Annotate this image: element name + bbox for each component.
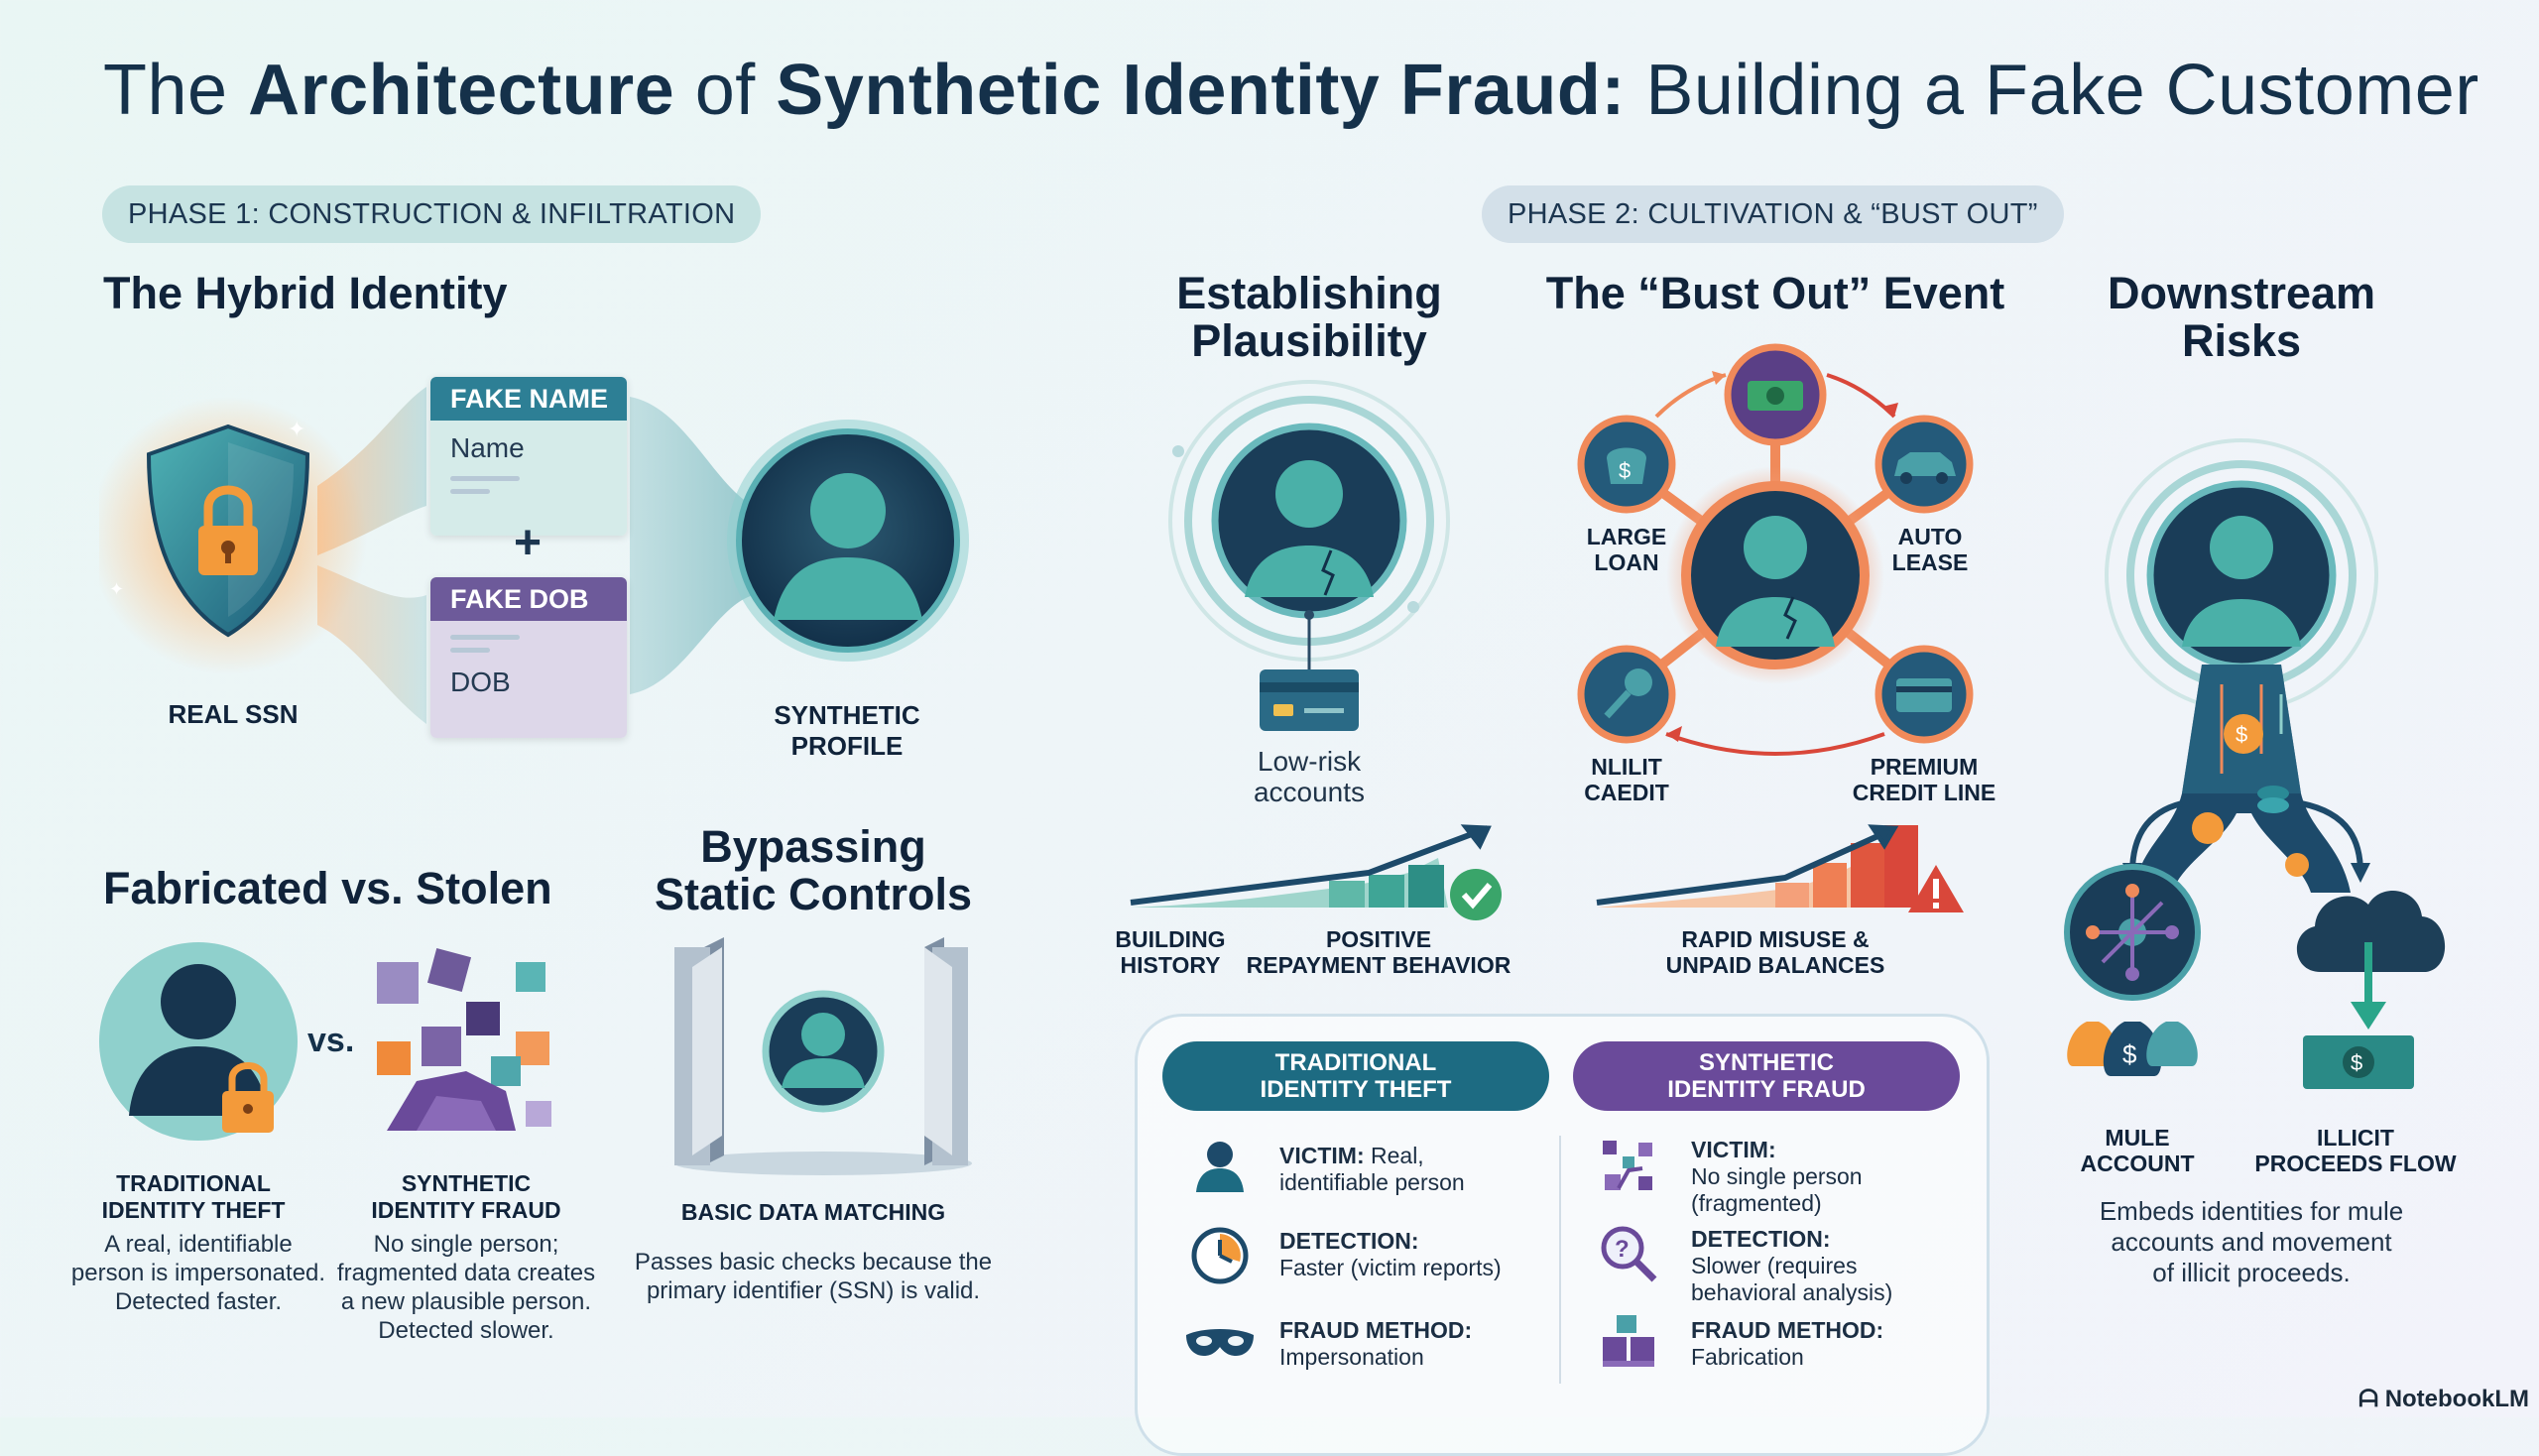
low-risk-accounts-label: Low-risk accounts (1253, 746, 1366, 807)
fake-name-card: FAKE NAME Name (430, 377, 627, 536)
clock-icon (1191, 1227, 1249, 1284)
large-loan-label: LARGE LOAN (1586, 524, 1667, 575)
misuse-chart-illustration (1596, 824, 1964, 912)
illicit-proceeds-label: ILLICIT PROCEEDS FLOW (2254, 1125, 2457, 1176)
card-line (450, 635, 520, 640)
svg-text:$: $ (2122, 1039, 2137, 1069)
vs-label: vs. (307, 1022, 355, 1059)
syn-detection-value: Slower (requires behavioral analysis) (1691, 1253, 1893, 1305)
phase-2-pill: PHASE 2: CULTIVATION & “BUST OUT” (1482, 185, 2064, 243)
trad-method-row: FRAUD METHOD: Impersonation (1279, 1317, 1537, 1371)
basic-data-matching-label: BASIC DATA MATCHING (680, 1199, 946, 1225)
bust-out-illustration: $ (1577, 343, 1974, 756)
syn-detection-key: DETECTION: (1691, 1226, 1831, 1252)
positive-repayment-label: POSITIVE REPAYMENT BEHAVIOR (1246, 926, 1511, 978)
downstream-illustration: $ $ $ (2064, 438, 2446, 1089)
traditional-identity-theft-desc: A real, identifiable person is impersona… (70, 1231, 326, 1315)
syn-method-row: FRAUD METHOD: Fabrication (1691, 1317, 1959, 1371)
page-title: The Architecture of Synthetic Identity F… (103, 50, 2479, 131)
trad-detection-value: Faster (victim reports) (1279, 1255, 1502, 1280)
growth-chart-illustration (1130, 824, 1502, 920)
building-blocks-icon (1603, 1315, 1654, 1367)
svg-text:✦: ✦ (109, 579, 124, 599)
svg-text:$: $ (2236, 722, 2247, 747)
fake-dob-card: FAKE DOB DOB (430, 577, 627, 738)
syn-detection-row: DETECTION: Slower (requires behavioral a… (1691, 1226, 1959, 1306)
phase-1-pill: PHASE 1: CONSTRUCTION & INFILTRATION (102, 185, 762, 243)
syn-method-key: FRAUD METHOD: (1691, 1317, 1884, 1343)
mule-account-label: MULE ACCOUNT (2080, 1125, 2195, 1176)
title-bold-2: Synthetic Identity Fraud: (776, 51, 1626, 130)
title-prefix: The (103, 51, 249, 130)
syn-victim-key: VICTIM: (1691, 1137, 1776, 1162)
downstream-desc: Embeds identities for mule accounts and … (2099, 1196, 2404, 1287)
trad-method-value: Impersonation (1279, 1344, 1424, 1370)
mask-icon (1186, 1329, 1254, 1357)
establishing-plausibility-heading: Establishing Plausibility (1176, 268, 1442, 366)
svg-text:$: $ (2351, 1050, 2362, 1075)
traditional-identity-theft-label: TRADITIONAL IDENTITY THEFT (101, 1170, 286, 1223)
building-history-label: BUILDING HISTORY (1115, 926, 1226, 978)
title-bold-1: Architecture (248, 51, 675, 130)
syn-victim-row: VICTIM: No single person (fragmented) (1691, 1137, 1959, 1217)
card-line (450, 476, 520, 481)
fake-dob-value: DOB (450, 667, 511, 697)
trad-detection-row: DETECTION: Faster (victim reports) (1279, 1228, 1547, 1281)
synthetic-profile-label: SYNTHETIC PROFILE (774, 700, 920, 761)
bypassing-static-controls-heading: Bypassing Static Controls (654, 821, 973, 919)
card-line (450, 648, 490, 653)
hybrid-identity-illustration: ✦ ✦ (99, 387, 969, 724)
svg-text:$: $ (1619, 458, 1631, 483)
syn-method-value: Fabrication (1691, 1344, 1804, 1370)
synthetic-identity-fraud-desc: No single person; fragmented data create… (336, 1231, 596, 1344)
title-suffix: Building a Fake Customer (1625, 51, 2479, 130)
svg-text:?: ? (1615, 1236, 1630, 1263)
plus-sign: + (513, 517, 543, 569)
title-mid: of (674, 51, 777, 130)
synthetic-identity-fraud-label: SYNTHETIC IDENTITY FRAUD (371, 1170, 561, 1223)
trad-detection-key: DETECTION: (1279, 1228, 1419, 1254)
real-ssn-label: REAL SSN (168, 699, 299, 729)
trad-victim-row: VICTIM: Real, identifiable person (1279, 1143, 1537, 1196)
bust-out-heading: The “Bust Out” Event (1545, 268, 2005, 318)
trad-method-key: FRAUD METHOD: (1279, 1317, 1473, 1343)
rapid-misuse-label: RAPID MISUSE & UNPAID BALANCES (1665, 926, 1885, 978)
fake-name-card-head: FAKE NAME (430, 377, 627, 421)
magnifier-question-icon: ? (1601, 1226, 1657, 1282)
credit-label: NLILIT CAEDIT (1584, 754, 1669, 805)
traditional-theft-header: TRADITIONAL IDENTITY THEFT (1162, 1041, 1549, 1111)
person-icon (1196, 1142, 1244, 1192)
syn-victim-value: No single person (fragmented) (1691, 1163, 1863, 1216)
plausibility-illustration (1168, 380, 1450, 731)
downstream-risks-heading: Downstream Risks (2107, 268, 2376, 366)
synthetic-fraud-header: SYNTHETIC IDENTITY FRAUD (1573, 1041, 1960, 1111)
card-line (450, 489, 490, 494)
trad-victim-key: VICTIM: (1279, 1143, 1365, 1168)
fake-name-value: Name (450, 432, 525, 463)
notebooklm-brand: ᗩ NotebookLM (2358, 1386, 2529, 1413)
gate-illustration (674, 937, 972, 1175)
svg-text:✦: ✦ (288, 417, 305, 441)
fake-dob-card-head: FAKE DOB (430, 577, 627, 621)
basic-data-matching-desc: Passes basic checks because the primary … (634, 1249, 993, 1304)
premium-credit-line-label: PREMIUM CREDIT LINE (1852, 754, 1996, 805)
trad-victim-value: Real, identifiable person (1279, 1143, 1465, 1195)
fragmented-person-icon (1603, 1141, 1652, 1190)
fabricated-vs-stolen-illustration (99, 942, 551, 1141)
hybrid-identity-heading: The Hybrid Identity (103, 268, 508, 318)
notebooklm-brand-text: NotebookLM (2384, 1386, 2529, 1412)
auto-lease-label: AUTO LEASE (1891, 524, 1969, 575)
fabricated-vs-stolen-heading: Fabricated vs. Stolen (103, 863, 552, 913)
comparison-divider (1559, 1136, 1561, 1384)
notebooklm-logo-icon: ᗩ (2358, 1386, 2385, 1412)
